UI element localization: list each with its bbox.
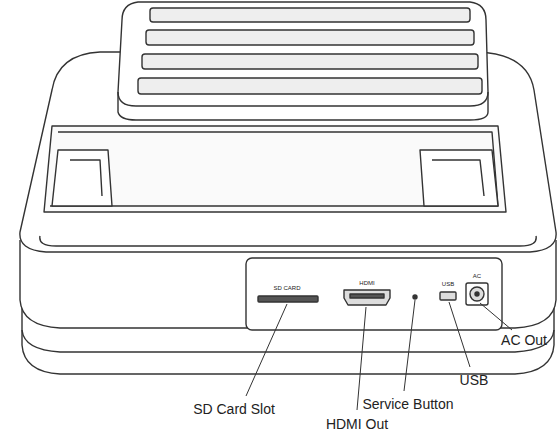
cartridge-slots xyxy=(138,8,482,94)
port-marking: AC xyxy=(473,273,481,279)
port-marking: SD CARD xyxy=(273,285,300,291)
front-panel xyxy=(246,258,502,330)
cartridge-deck xyxy=(118,2,488,106)
sd-card-slot xyxy=(258,296,318,302)
left-port-inner xyxy=(70,160,102,196)
ac-jack-housing xyxy=(466,283,488,305)
top-bevel xyxy=(40,236,536,246)
hdmi-port xyxy=(344,290,390,305)
controller-recess xyxy=(44,126,506,212)
leader-line xyxy=(357,307,366,410)
port-marking: HDMI xyxy=(359,280,374,286)
right-port xyxy=(420,150,498,206)
leader-line xyxy=(404,300,415,391)
right-port-inner xyxy=(432,160,484,196)
base-seam xyxy=(22,330,554,352)
ac-jack xyxy=(470,287,484,301)
leader-line xyxy=(480,303,512,330)
callout-label: HDMI Out xyxy=(326,417,388,431)
console-top xyxy=(20,52,556,252)
deck-rim xyxy=(118,92,488,120)
callout-label: AC Out xyxy=(501,333,547,347)
callout-label: SD Card Slot xyxy=(193,402,275,416)
callout-label: USB xyxy=(460,373,489,387)
port-marking: USB xyxy=(442,281,454,287)
recess-inner xyxy=(50,132,498,206)
usb-port xyxy=(440,292,456,300)
service-button xyxy=(413,295,417,299)
leader-line xyxy=(246,304,287,396)
left-port xyxy=(52,150,112,206)
callout-label: Service Button xyxy=(362,397,453,411)
leader-line xyxy=(449,302,470,367)
